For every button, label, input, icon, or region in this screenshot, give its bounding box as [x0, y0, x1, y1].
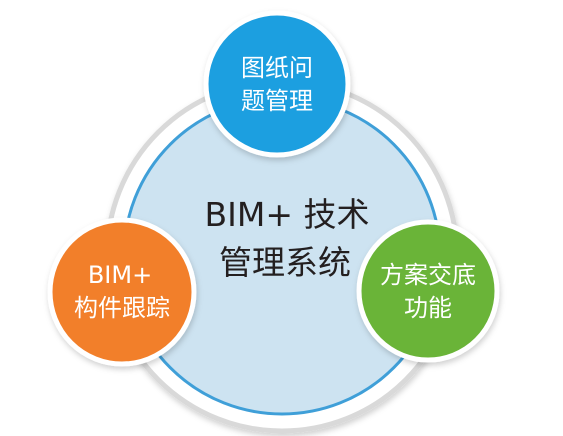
node-circle-orange [47, 217, 197, 367]
center-title-line1: BIM+ 技术 [205, 195, 370, 234]
node-bim-component-tracking: BIM+ 构件跟踪 [47, 217, 197, 367]
node-circle-green [356, 219, 500, 363]
node-drawing-issue-management: 图纸问 题管理 [203, 10, 351, 158]
node-label-line1: 图纸问 [241, 54, 313, 82]
node-label-line1: 方案交底 [380, 261, 476, 289]
node-label-line2: 构件跟踪 [74, 294, 170, 322]
node-circle-blue [203, 10, 351, 158]
node-label-line2: 题管理 [241, 87, 313, 115]
node-label-line2: 功能 [404, 294, 452, 322]
node-label-line1: BIM+ [88, 261, 152, 289]
node-solution-handover: 方案交底 功能 [356, 219, 500, 363]
center-title-line2: 管理系统 [219, 243, 351, 282]
